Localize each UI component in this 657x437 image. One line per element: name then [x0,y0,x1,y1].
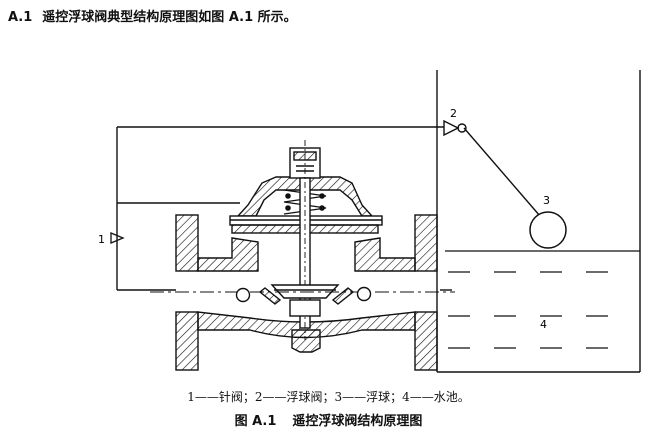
spring [283,189,327,215]
float-rod [463,127,541,217]
label-float-valve: 2 [450,107,457,120]
section-text: 遥控浮球阀典型结构原理图如图 A.1 所示。 [42,10,297,25]
label-float-ball: 3 [543,194,550,207]
water-surface-lines [445,250,640,349]
caption-number: 图 A.1 [234,414,277,429]
section-number: A.1 [8,10,33,25]
control-tubing [116,126,452,291]
section-heading: A.1 遥控浮球阀典型结构原理图如图 A.1 所示。 [8,6,297,25]
valve-stem [270,140,340,340]
left-flange [175,214,199,371]
float-ball [529,211,567,249]
label-needle-valve: 1 [98,233,105,246]
needle-valve-symbol [110,232,125,244]
float-valve [443,119,467,137]
caption-title: 遥控浮球阀结构原理图 [292,414,423,429]
right-flange [414,214,438,371]
figure-caption: 图 A.1 遥控浮球阀结构原理图 [0,410,657,429]
label-water-pool: 4 [540,318,547,331]
figure-legend: 1——针阀；2——浮球阀；3——浮球；4——水池。 [187,390,470,404]
bolt-holes [235,286,372,303]
